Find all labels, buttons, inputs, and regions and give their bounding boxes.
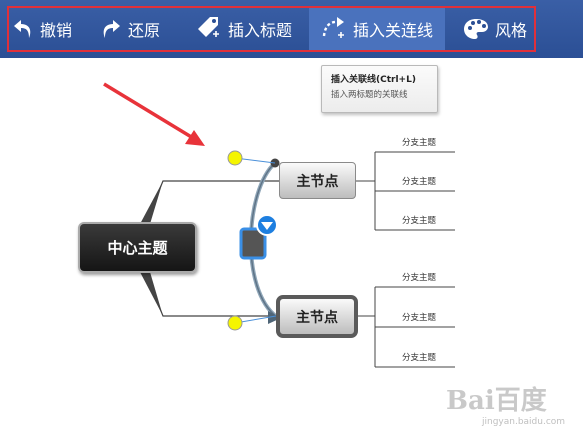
annotation-arrow xyxy=(103,82,205,146)
undo-button[interactable]: 撤销 xyxy=(12,10,72,48)
main-node-top[interactable]: 主节点 xyxy=(279,162,356,199)
central-topic[interactable]: 中心主题 xyxy=(78,222,197,273)
redo-label: 还原 xyxy=(128,21,161,40)
tooltip: 插入关联线(Ctrl+L) 插入两标题的关联线 xyxy=(321,65,438,113)
relationship-label-handle[interactable] xyxy=(239,227,267,260)
style-button[interactable]: 风格 xyxy=(463,10,527,48)
redo-button[interactable]: 还原 xyxy=(100,10,160,48)
undo-label: 撤销 xyxy=(40,21,73,40)
watermark-url: jingyan.baidu.com xyxy=(482,417,566,427)
branch-lines-top xyxy=(356,151,455,231)
highlight-frame xyxy=(7,6,536,52)
style-label: 风格 xyxy=(495,21,528,40)
branch-topic[interactable]: 分支主题 xyxy=(402,216,437,226)
redo-arrow-icon xyxy=(100,17,122,41)
tooltip-description: 插入两标题的关联线 xyxy=(331,90,408,100)
control-point-top[interactable] xyxy=(227,150,243,166)
branch-topic[interactable]: 分支主题 xyxy=(402,177,437,187)
insert-label-button[interactable]: 插入标题 xyxy=(196,10,292,48)
relationship-arrow-icon xyxy=(321,15,347,43)
main-node-bottom[interactable]: 主节点 xyxy=(276,295,358,338)
insert-label-label: 插入标题 xyxy=(228,21,293,40)
palette-icon xyxy=(463,17,489,41)
undo-arrow-icon xyxy=(12,17,34,41)
branch-topic[interactable]: 分支主题 xyxy=(402,313,437,323)
branch-topic[interactable]: 分支主题 xyxy=(402,273,437,283)
watermark-logo: Bai百度 xyxy=(446,386,547,416)
tag-plus-icon xyxy=(196,15,222,43)
control-point-bottom[interactable] xyxy=(227,315,243,331)
toolbar: 撤销 还原 插入标题 插入关连线 风格 xyxy=(0,0,583,58)
relationship-menu-icon[interactable] xyxy=(256,214,278,236)
insert-relationship-label: 插入关连线 xyxy=(353,21,434,40)
insert-relationship-button[interactable]: 插入关连线 xyxy=(309,8,446,50)
branch-topic[interactable]: 分支主题 xyxy=(402,138,437,148)
branch-lines-bottom xyxy=(358,286,455,368)
branch-topic[interactable]: 分支主题 xyxy=(402,353,437,363)
tooltip-title: 插入关联线(Ctrl+L) xyxy=(331,75,416,85)
